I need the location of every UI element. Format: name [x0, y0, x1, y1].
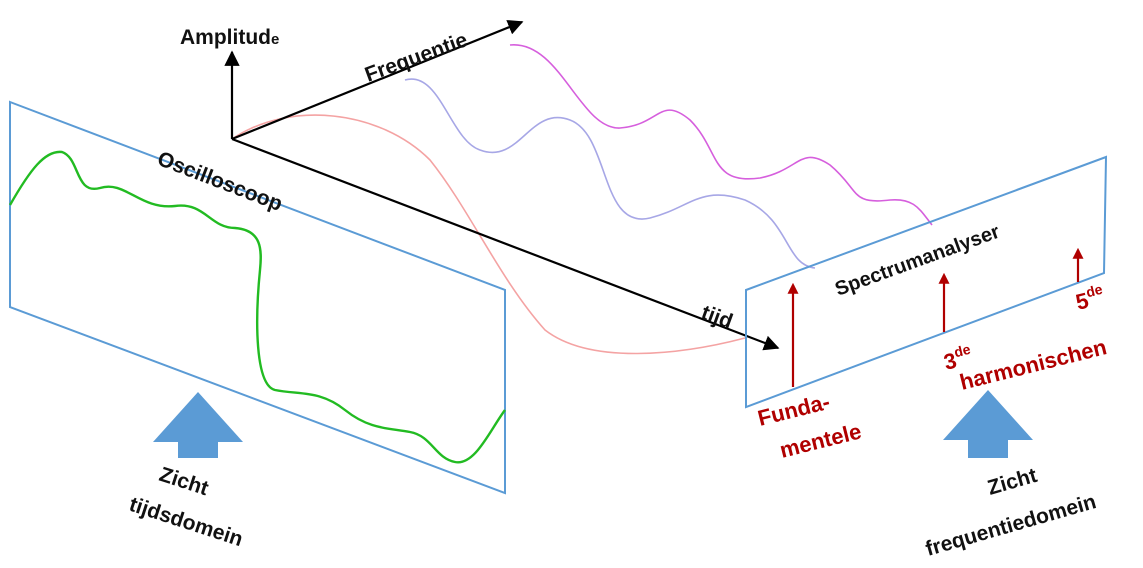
time-axis: [231, 137, 780, 351]
view-time-domain-arrow: [153, 392, 243, 458]
harmonics-label: harmonischen: [957, 334, 1109, 395]
amplitude-label: Amplitude: [180, 26, 279, 49]
spectrum-analyser-panel: [745, 155, 1108, 409]
view-frequency-domain-arrow: [943, 390, 1033, 458]
spectrum-analyser-label: Spectrumanalyser: [832, 221, 1003, 301]
third-harmonic-wave: [404, 78, 816, 269]
fundamental-wave: [231, 114, 746, 355]
fifth-harmonic-wave: [509, 44, 933, 226]
frequency-label: Frequentie: [362, 28, 471, 86]
time-domain-signal: [8, 150, 506, 464]
fundamental-label-line1: Funda-: [755, 389, 832, 431]
view-time-label-line2: tijdsdomein: [126, 493, 245, 551]
frequency-axis: [231, 20, 524, 141]
fifth-harmonic-label: 5de: [1072, 281, 1107, 315]
third-harmonic-label: 3de: [940, 341, 975, 375]
fundamental-label-line2: mentele: [777, 418, 864, 462]
oscilloscope-panel: [9, 100, 506, 495]
view-freq-label-line2: frequentiedomein: [923, 490, 1099, 561]
view-time-label-line1: Zicht: [156, 463, 211, 500]
view-freq-label-line1: Zicht: [985, 464, 1040, 500]
